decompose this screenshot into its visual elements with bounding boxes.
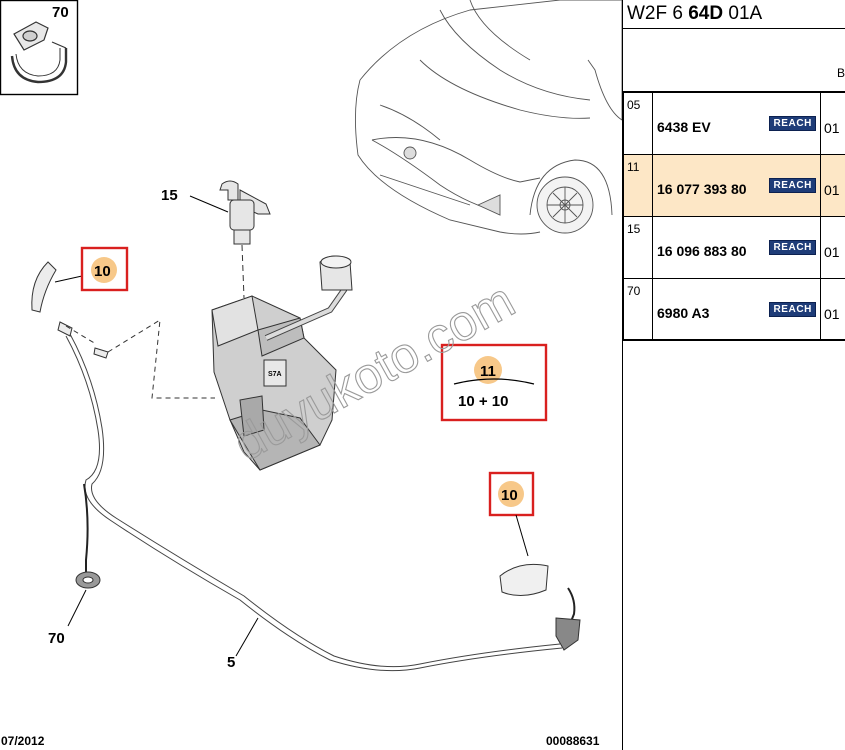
part-ref-cell: 16 096 883 80 REACH xyxy=(652,215,821,279)
reach-badge: REACH xyxy=(769,301,816,317)
header-suffix: 01A xyxy=(723,3,763,24)
part-qty: 01 xyxy=(820,215,845,279)
tank-label: S7A xyxy=(268,371,282,378)
clip-70-thumbnail[interactable]: 70 xyxy=(0,0,79,96)
part-ref-number[interactable]: 16 077 393 80 xyxy=(657,180,747,197)
part-qty: 01 xyxy=(820,153,845,217)
reach-badge: REACH xyxy=(769,177,816,193)
washer-reservoir-icon[interactable]: S7A xyxy=(211,255,353,471)
part-ref-number[interactable]: 16 096 883 80 xyxy=(657,242,747,259)
column-header: B xyxy=(623,29,845,91)
parts-diagram: 70 15 xyxy=(0,0,622,748)
part-ref-cell: 6980 A3 REACH xyxy=(652,277,821,341)
callout-11-box[interactable]: 11 10 + 10 xyxy=(440,343,548,422)
nozzle-left-icon[interactable] xyxy=(31,261,109,359)
part-index: 70 xyxy=(623,277,653,341)
callout-10-right-box[interactable]: 10 xyxy=(488,471,535,517)
footer-code: 00088631 xyxy=(546,734,600,748)
svg-text:10 + 10: 10 + 10 xyxy=(458,393,508,410)
part-qty: 01 xyxy=(820,91,845,155)
svg-text:10: 10 xyxy=(501,487,518,504)
pump-15-icon[interactable] xyxy=(219,180,271,245)
part-ref-number[interactable]: 6980 A3 xyxy=(657,304,710,321)
part-ref-cell: 16 077 393 80 REACH xyxy=(652,153,821,217)
part-ref-cell: 6438 EV REACH xyxy=(652,91,821,155)
connection-dash-lines xyxy=(65,319,215,399)
footer-date: 07/2012 xyxy=(1,734,45,748)
grommet-70-icon[interactable] xyxy=(75,571,101,589)
reach-badge: REACH xyxy=(769,116,816,131)
washer-cover-right-icon[interactable] xyxy=(499,563,581,651)
part-qty: 01 xyxy=(820,277,845,341)
reach-badge: REACH xyxy=(769,239,816,255)
header-bold: 64D xyxy=(688,3,724,24)
part-ref-number[interactable]: 6438 EV xyxy=(657,119,711,135)
car-outline-icon xyxy=(354,0,622,235)
washer-hose-5 xyxy=(65,333,563,672)
column-label: B xyxy=(836,66,845,80)
clip-icon xyxy=(10,21,68,84)
svg-text:11: 11 xyxy=(480,363,496,380)
callout-70-top: 70 xyxy=(52,4,69,21)
callout-10-left-box[interactable]: 10 xyxy=(80,246,129,292)
part-index: 11 xyxy=(623,153,653,217)
panel-header: W2F 6 64D 01A xyxy=(623,0,845,29)
part-index: 15 xyxy=(623,215,653,279)
callout-15: 15 xyxy=(161,187,178,204)
callout-70-bottom: 70 xyxy=(48,630,65,647)
header-prefix: W2F 6 xyxy=(627,3,689,24)
part-index: 05 xyxy=(623,91,653,155)
svg-text:10: 10 xyxy=(94,263,111,280)
callout-5: 5 xyxy=(227,654,235,671)
